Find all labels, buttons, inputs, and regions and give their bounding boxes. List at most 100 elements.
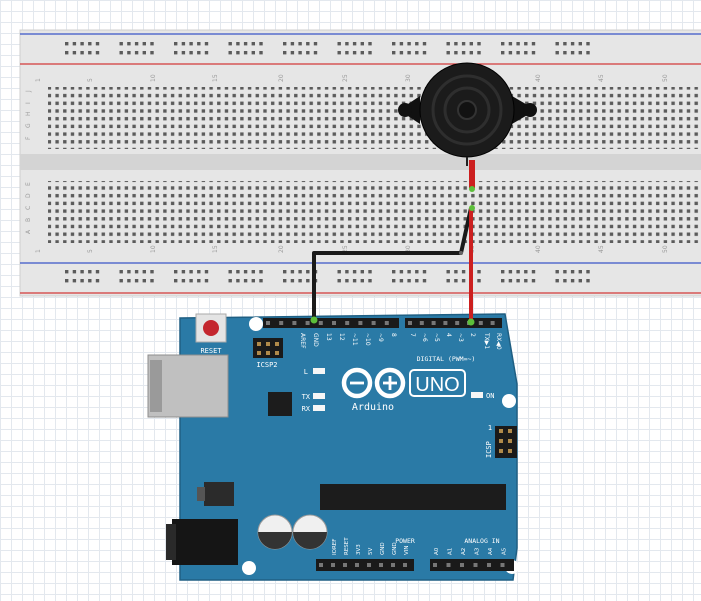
analog-pin-label: A4 (488, 547, 494, 555)
uno-badge (409, 369, 466, 397)
icsp-label: ICSP (485, 441, 493, 458)
tx-pin-label: TX▶1 (483, 332, 490, 349)
mounting-hole (249, 317, 263, 331)
row-letter: J (25, 90, 32, 93)
uno-model-text: UNO (415, 374, 459, 396)
on-led-label: ON (486, 392, 494, 400)
row-letter: F (25, 136, 32, 140)
arduino-infinity-logo (341, 367, 406, 399)
row-letter: A (25, 229, 32, 234)
column-number: 50 (662, 74, 669, 82)
row-letter: I (25, 102, 32, 104)
column-number: 25 (342, 245, 349, 253)
icsp-pin1-label: 1 (488, 424, 492, 432)
capacitor (257, 514, 293, 550)
digital-header-right (405, 318, 502, 328)
l-led-label: L (304, 368, 308, 376)
power-pin-label: GND (392, 542, 398, 555)
signal-wire-pin-2[interactable] (467, 208, 475, 326)
icsp2-header (253, 338, 283, 358)
voltage-regulator (204, 482, 234, 506)
row-letter: H (25, 111, 32, 116)
tx-led (313, 393, 325, 399)
column-number: 1 (35, 78, 42, 82)
piezo-buzzer[interactable] (398, 62, 537, 211)
power-pin-label: 5V (368, 548, 374, 555)
digital-pin-label: ~6 (421, 333, 428, 342)
row-letter: E (25, 182, 32, 186)
column-number: 40 (535, 245, 542, 253)
column-number: 1 (35, 249, 42, 253)
digital-pin-label: ~9 (377, 333, 384, 342)
aref-pin-label: AREF (299, 333, 306, 349)
digital-pin-label: 13 (325, 333, 332, 341)
top-terminal-holes (48, 87, 701, 149)
column-number: 15 (212, 245, 219, 253)
column-number: 30 (405, 245, 412, 253)
reset-button[interactable] (195, 313, 227, 343)
digital-pin-label: ~5 (433, 333, 440, 342)
digital-pin-label: 8 (390, 333, 397, 337)
column-number: 30 (405, 74, 412, 82)
column-number: 45 (598, 74, 605, 82)
atmega-chip (320, 484, 506, 510)
mounting-hole (502, 394, 516, 408)
row-letter: G (25, 123, 32, 128)
digital-header-left (263, 318, 399, 328)
arduino-logo-text: Arduino (352, 402, 394, 413)
on-led (471, 392, 483, 398)
analog-header-label: ANALOG IN (464, 537, 499, 545)
column-number: 10 (150, 74, 157, 82)
top-rail-holes (65, 42, 590, 55)
power-pin-label: IOREF (332, 539, 338, 555)
power-pin-label: 3V3 (356, 544, 362, 555)
column-number: 20 (278, 74, 285, 82)
column-number: 10 (150, 245, 157, 253)
gnd-wire[interactable] (310, 207, 473, 324)
column-number: 5 (87, 78, 94, 82)
bottom-terminal-holes (48, 181, 701, 243)
buzzer-lead-contact (469, 186, 475, 192)
column-number: 45 (598, 245, 605, 253)
analog-pin-label: A2 (461, 548, 467, 555)
usb-chip (268, 392, 292, 416)
gnd-pin-label: GND (312, 333, 319, 347)
analog-pin-label: A3 (475, 547, 481, 555)
digital-pin-label: 7 (409, 333, 416, 337)
digital-pin-label: 2 (469, 333, 476, 337)
digital-pin-label: ~11 (351, 333, 358, 346)
rx-pin-label: RX◀0 (495, 333, 502, 350)
buzzer-lead-contact (469, 205, 475, 211)
analog-pin-label: A5 (502, 547, 508, 555)
column-number: 40 (535, 74, 542, 82)
tx-led-label: TX (302, 393, 311, 401)
digital-header-label: DIGITAL (PWM=~) (417, 355, 476, 363)
power-pin-label: RESET (344, 537, 350, 555)
column-number: 5 (87, 249, 94, 253)
bottom-rail-holes (65, 270, 590, 283)
digital-pin-label: 12 (338, 333, 345, 341)
rx-led (313, 405, 325, 411)
digital-pin-label: ~10 (364, 333, 371, 346)
rx-led-label: RX (302, 405, 311, 413)
row-letter: B (25, 218, 32, 222)
l-led (313, 368, 325, 374)
column-number: 15 (212, 74, 219, 82)
analog-header (430, 559, 514, 571)
digital-pin-label: 4 (445, 333, 452, 337)
column-number: 25 (342, 74, 349, 82)
power-header-label: POWER (395, 537, 415, 545)
power-header (316, 559, 414, 571)
power-jack (172, 519, 238, 565)
analog-pin-label: A0 (434, 547, 440, 555)
row-letter: D (25, 193, 32, 198)
arduino-uno-board: RESET ICSP 2 L TX RX ON UNO Arduino (147, 313, 519, 581)
column-number: 50 (662, 245, 669, 253)
power-pin-label: GND (380, 542, 386, 555)
